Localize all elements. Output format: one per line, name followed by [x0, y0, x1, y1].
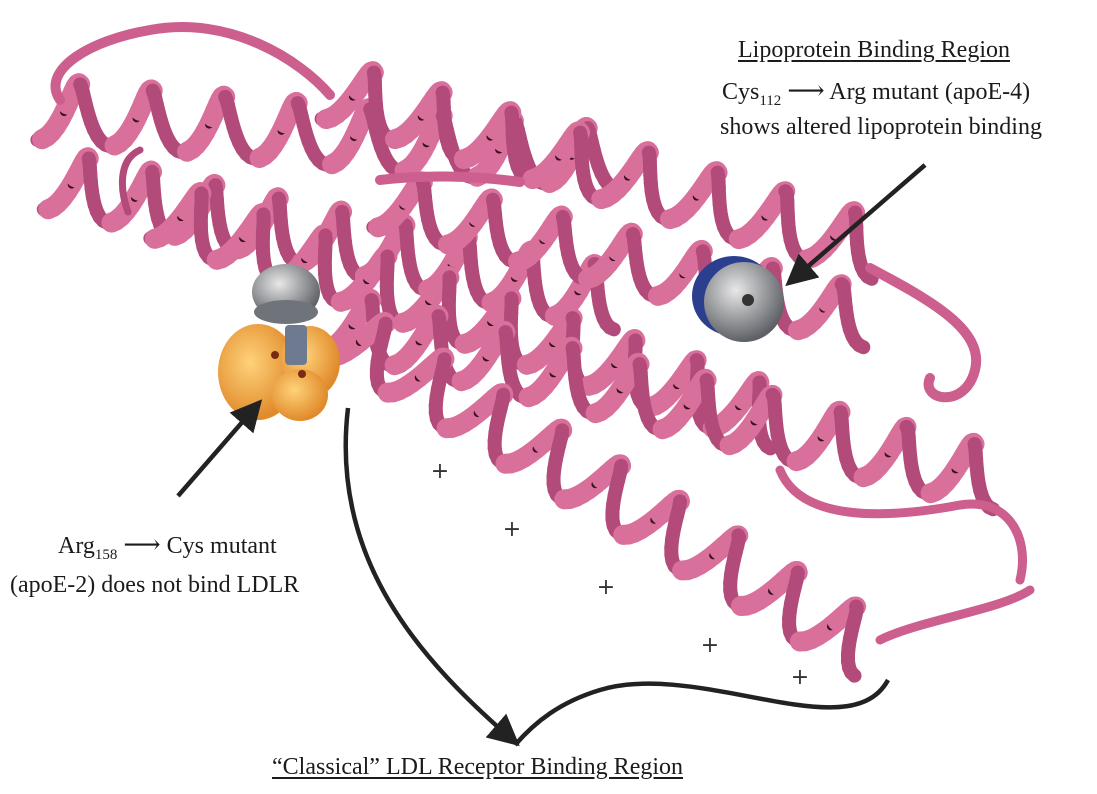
arrow-to-ldl-region-right	[515, 680, 888, 745]
arg158-mutation-label: Arg158 ⟶ Cys mutant	[58, 530, 277, 570]
plus-sign: +	[503, 517, 521, 542]
cys-position: 112	[759, 93, 781, 109]
arg-residue: Arg	[58, 533, 95, 559]
plus-sign: +	[431, 459, 449, 484]
arg158-effect-label: (apoE-2) does not bind LDLR	[10, 570, 299, 600]
plus-sign: +	[791, 665, 809, 690]
arg-position: 158	[95, 547, 118, 563]
cys-residue: Cys	[722, 79, 759, 105]
cys112-mutation-label: Cys112 ⟶ Arg mutant (apoE-4)	[722, 76, 1030, 116]
long-right-arrow-icon: ⟶	[787, 76, 824, 105]
cys112-effect-label: shows altered lipoprotein binding	[720, 112, 1042, 142]
lipoprotein-binding-region-title: Lipoprotein Binding Region	[738, 35, 1010, 65]
long-right-arrow-icon: ⟶	[123, 530, 160, 559]
plus-sign: +	[597, 575, 615, 600]
ldl-receptor-binding-region-title: “Classical” LDL Receptor Binding Region	[272, 752, 683, 782]
plus-sign: +	[701, 633, 719, 658]
cys-mutation-rest: Arg mutant (apoE-4)	[829, 79, 1030, 105]
arrow-to-arg158	[178, 404, 258, 496]
arg-mutation-rest: Cys mutant	[167, 533, 277, 559]
